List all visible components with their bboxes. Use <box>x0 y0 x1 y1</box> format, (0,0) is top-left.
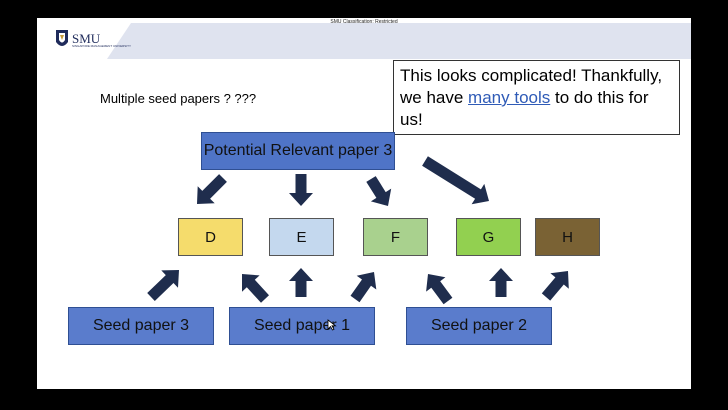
header-banner <box>132 23 691 59</box>
potential-paper-box: Potential Relevant paper 3 <box>201 132 395 170</box>
node-h: H <box>535 218 600 256</box>
slide-canvas: SMU Classification: Restricted SMU SINGA… <box>37 18 691 389</box>
callout-box: This looks complicated! Thankfully, we h… <box>393 60 680 135</box>
logo-subtext: SINGAPORE MANAGEMENT UNIVERSITY <box>72 44 131 48</box>
classification-label: SMU Classification: Restricted <box>330 19 398 25</box>
logo-text: SMU <box>72 31 101 46</box>
callout-text-after: to do this for us! <box>400 88 649 129</box>
arrow-seed2a-to-f <box>426 274 453 305</box>
flow-arrows <box>147 156 569 305</box>
seed-paper-1-box: Seed paper 1 <box>229 307 375 345</box>
arrow-potential-to-e <box>289 174 313 206</box>
node-g: G <box>456 218 521 256</box>
arrow-seed3-to-d <box>147 270 179 301</box>
arrow-seed1b-to-e <box>289 268 313 297</box>
many-tools-link[interactable]: many tools <box>468 88 551 107</box>
seed-paper-3-box: Seed paper 3 <box>68 307 214 345</box>
node-e: E <box>269 218 334 256</box>
arrow-seed1c-to-f <box>350 272 377 303</box>
callout-text-before: This looks complicated! Thankfully, we h… <box>400 66 663 107</box>
node-d: D <box>178 218 243 256</box>
mouse-cursor-icon <box>327 319 337 331</box>
arrow-potential-to-f <box>366 176 392 206</box>
seed-paper-2-box: Seed paper 2 <box>406 307 552 345</box>
slide-question: Multiple seed papers ? ??? <box>100 91 257 106</box>
arrow-seed2b-to-g <box>489 268 513 297</box>
arrow-potential-to-d <box>197 174 227 204</box>
smu-logo-icon <box>56 30 68 46</box>
node-f: F <box>363 218 428 256</box>
arrow-seed2c-to-h <box>541 271 569 301</box>
arrow-seed1a-to-e <box>242 274 269 303</box>
arrow-potential-to-g <box>422 156 489 205</box>
